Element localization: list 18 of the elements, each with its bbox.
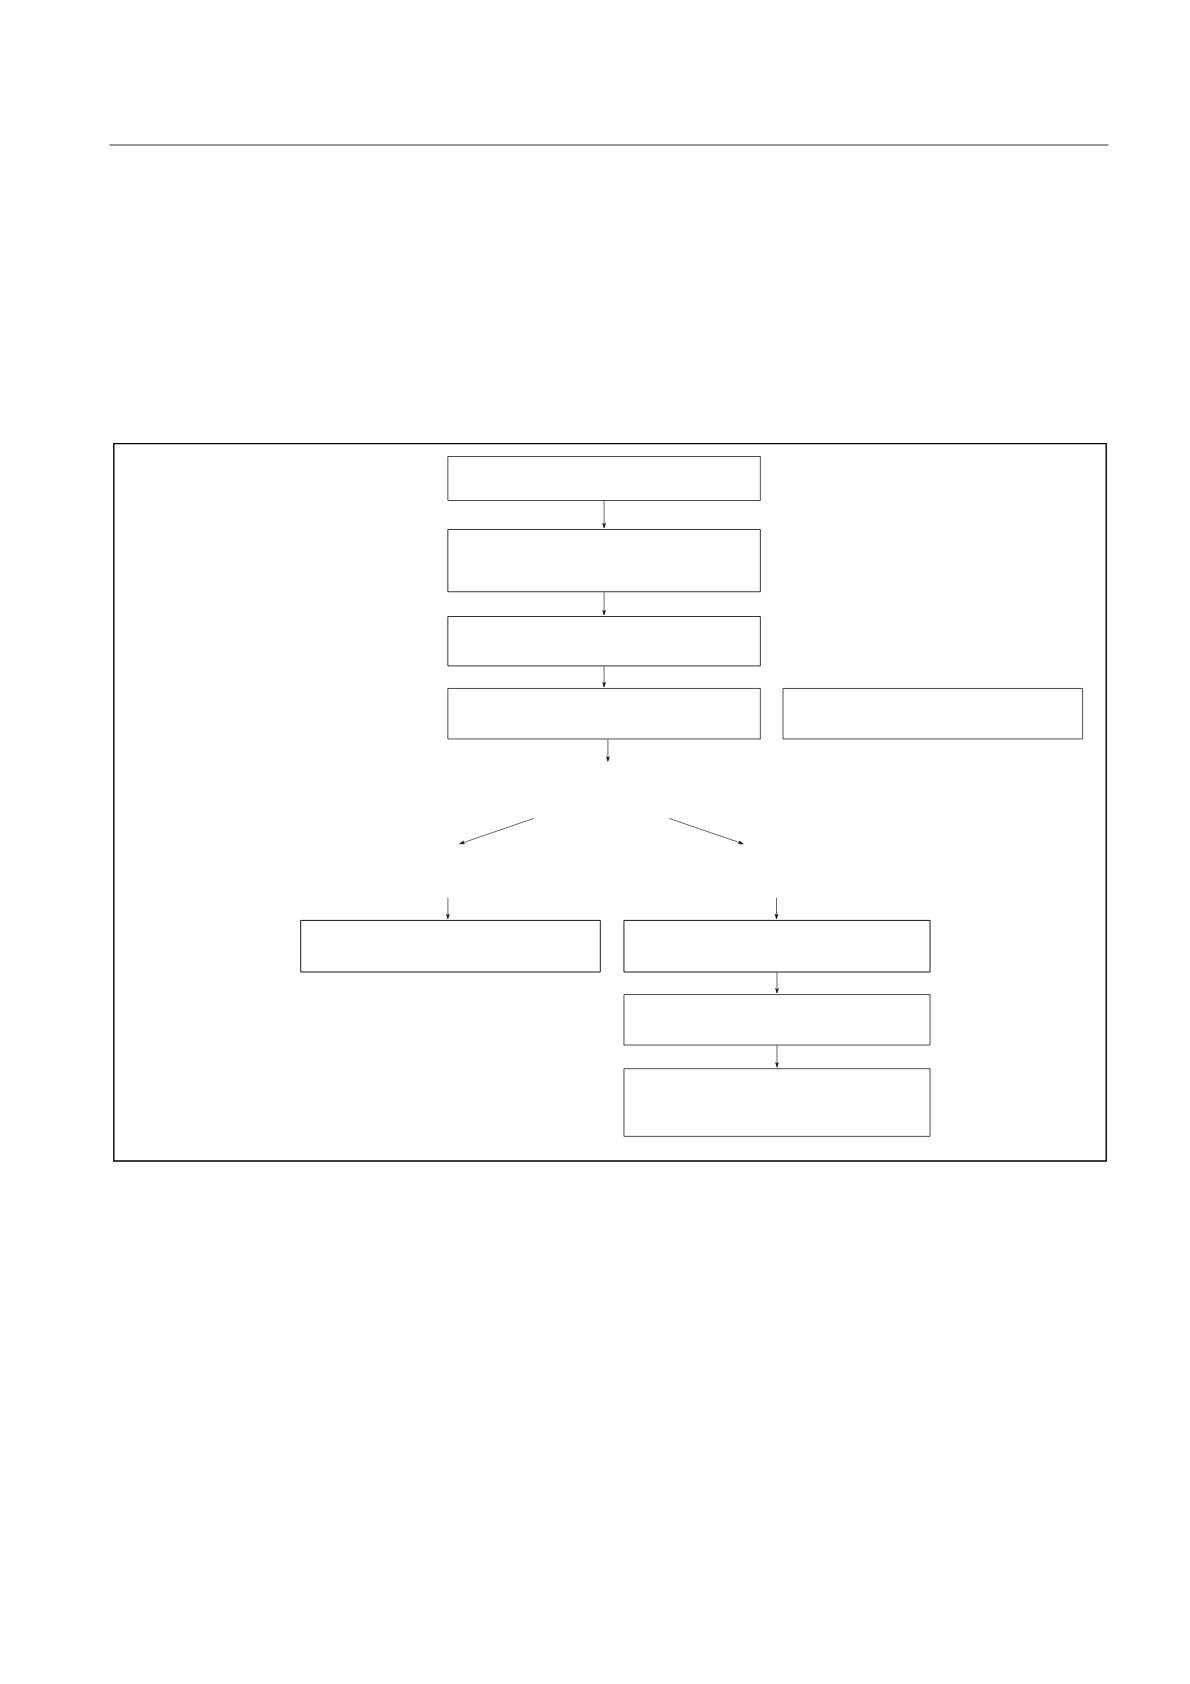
process-box <box>447 529 761 593</box>
process-box <box>447 456 761 501</box>
process-box <box>300 919 601 973</box>
arrow <box>606 739 610 762</box>
arrow <box>774 897 779 920</box>
frame <box>113 442 1107 1162</box>
arrow <box>446 897 450 920</box>
process-box <box>447 688 761 740</box>
process-box <box>623 994 931 1046</box>
arrow <box>775 972 779 994</box>
arrow <box>602 666 606 688</box>
process-box <box>782 688 1083 740</box>
arrow <box>602 500 606 529</box>
process-box <box>623 919 931 973</box>
process-box <box>447 616 761 667</box>
arrow <box>602 591 606 616</box>
arrow <box>775 1045 779 1068</box>
process-box <box>623 1068 931 1137</box>
